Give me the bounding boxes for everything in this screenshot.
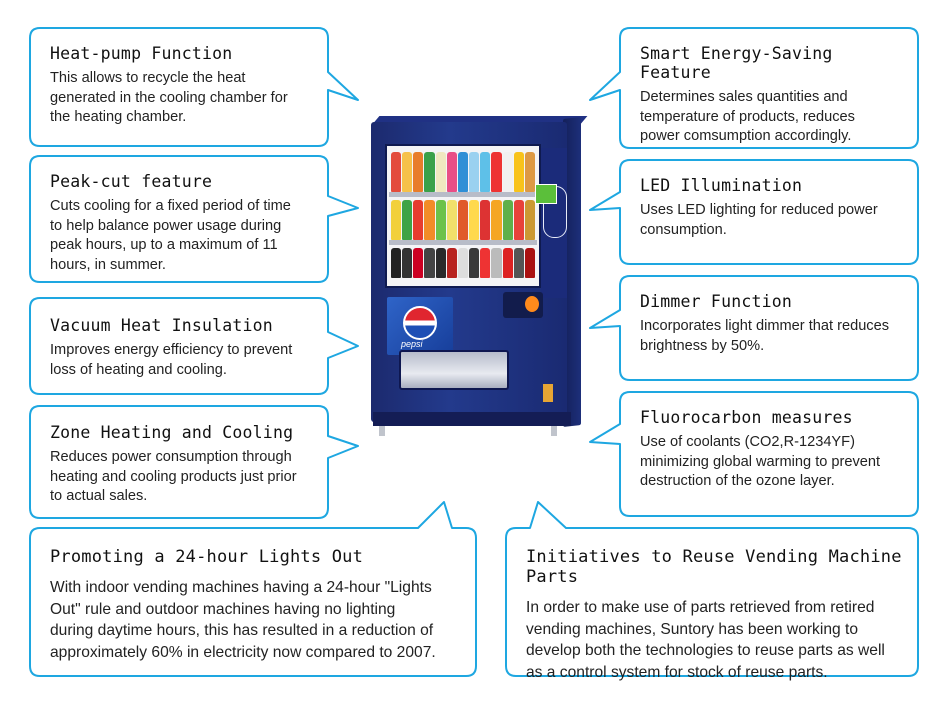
drink-bottle-icon [469,152,480,192]
green-sign-icon [535,184,557,204]
bubble-outline-dimmer [589,275,919,381]
callout-title: Fluorocarbon measures [640,408,853,427]
callout-smart-energy: Smart Energy-Saving Feature Determines s… [624,32,916,147]
boss-logo-panel [541,148,567,298]
drink-bottle-icon [513,248,524,278]
drink-bottle-icon [480,248,491,278]
drink-bottle-icon [424,152,435,192]
drink-bottle-icon [424,200,435,240]
callout-reuse: Initiatives to Reuse Vending Machine Par… [510,535,918,683]
pepsi-wordmark-icon: pepsi [401,339,423,349]
bubble-outline-led [589,159,919,265]
callout-title: Heat-pump Function [50,44,233,63]
callout-title: LED Illumination [640,176,803,195]
drink-bottle-icon [402,200,413,240]
callout-heat-pump: Heat-pump Function This allows to recycl… [34,32,324,128]
callout-text: With indoor vending machines having a 24… [50,579,436,661]
drink-bottle-icon [524,152,536,192]
drink-bottle-icon [413,200,424,240]
drink-bottle-icon [424,248,435,278]
callout-peak-cut: Peak-cut feature Cuts cooling for a fixe… [34,160,324,275]
drink-bottle-icon [402,248,413,278]
sticker-icon [543,384,553,402]
pepsi-logo-panel: pepsi [387,297,453,355]
drink-bottle-icon [524,200,536,240]
drink-bottle-icon [491,200,502,240]
drink-bottle-icon [513,152,524,192]
bubble-outline-smart-energy [589,27,919,149]
drink-bottle-icon [446,152,457,192]
drink-bottle-icon [524,248,536,278]
vending-machine-image: pepsi [365,112,588,460]
drink-bottle-icon [502,152,513,192]
drink-bottle-icon [502,200,513,240]
pepsi-globe-icon [403,306,437,340]
callout-title: Promoting a 24-hour Lights Out [50,547,364,567]
drink-bottle-icon [457,248,469,278]
callout-title: Vacuum Heat Insulation [50,316,273,335]
drink-bottle-icon [391,152,402,192]
callout-title: Smart Energy-Saving Feature [640,44,833,82]
pickup-door [399,350,509,390]
product-display [385,144,541,288]
machine-base [373,412,571,426]
callout-title: Initiatives to Reuse Vending Machine Par… [526,547,902,587]
callout-title: Dimmer Function [640,292,793,311]
callout-lights-out: Promoting a 24-hour Lights Out With indo… [34,535,474,663]
drink-bottle-icon [391,248,402,278]
drink-bottle-icon [402,152,413,192]
bubble-outline-zone [29,405,359,519]
drink-bottle-icon [480,200,491,240]
callout-dimmer: Dimmer Function Incorporates light dimme… [624,280,916,356]
callout-text: Use of coolants (CO2,R-1234YF)minimizing… [640,434,881,489]
callout-text: In order to make use of parts retrieved … [526,599,885,681]
drink-bottle-icon [446,200,457,240]
bubble-outline-fluorocarbon [589,391,919,517]
drink-bottle-icon [502,248,513,278]
coin-slot-panel [503,292,543,318]
drink-bottle-icon [435,248,446,278]
machine-body: pepsi [371,122,567,422]
drink-bottle-icon [480,152,491,192]
coin-return-icon [525,296,539,312]
drink-bottle-icon [413,152,424,192]
bubble-outline-peak-cut [29,155,359,283]
drink-bottle-icon [446,248,457,278]
drink-bottle-icon [413,248,424,278]
callout-title: Zone Heating and Cooling [50,423,294,442]
drink-bottle-icon [435,152,446,192]
drink-bottle-icon [513,200,524,240]
drink-bottle-icon [435,200,446,240]
bubble-outline-reuse [505,501,919,677]
bubble-outline-heat-pump [29,27,359,147]
machine-foot [379,426,385,436]
machine-foot [551,426,557,436]
bubble-outline-lights-out [29,501,477,677]
drink-bottle-icon [469,248,480,278]
bubble-outline-vacuum [29,297,359,395]
callout-led: LED Illumination Uses LED lighting for r… [624,164,916,240]
callout-fluorocarbon: Fluorocarbon measures Use of coolants (C… [624,396,916,492]
drink-bottle-icon [469,200,480,240]
callout-vacuum: Vacuum Heat Insulation Improves energy e… [34,304,324,380]
callout-zone: Zone Heating and Cooling Reduces power c… [34,411,324,507]
drink-bottle-icon [491,248,502,278]
drink-bottle-icon [491,152,502,192]
callout-title: Peak-cut feature [50,172,213,191]
drink-bottle-icon [391,200,402,240]
drink-bottle-icon [457,152,469,192]
drink-bottle-icon [457,200,469,240]
